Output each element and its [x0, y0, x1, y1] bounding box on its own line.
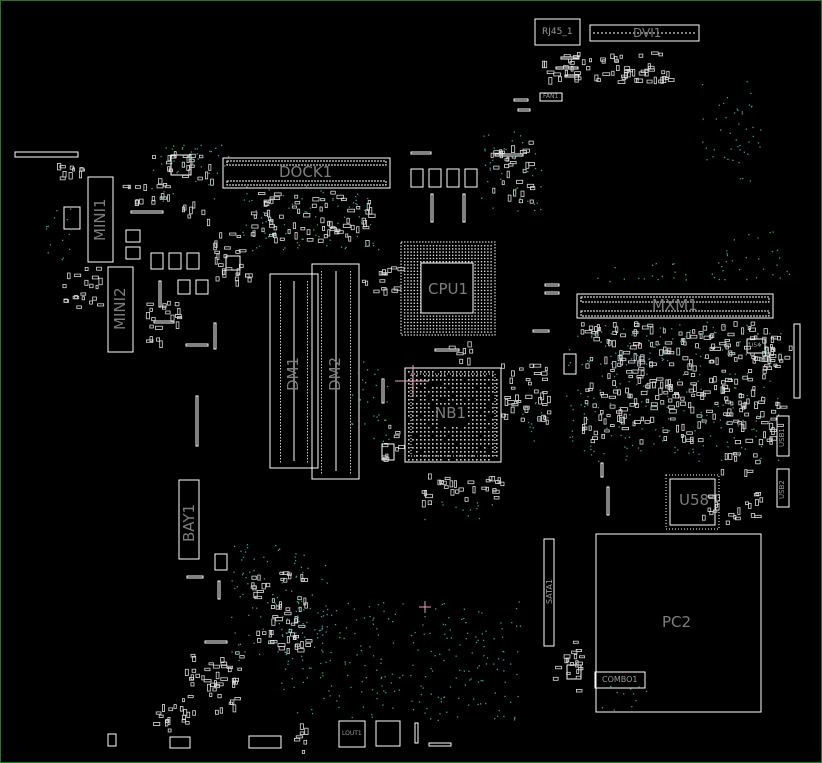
- mini2-slot-outline[interactable]: [107, 266, 134, 353]
- combo-connector-outline[interactable]: [594, 671, 646, 689]
- mini1-slot-outline[interactable]: [87, 176, 114, 263]
- via-points: [45, 81, 790, 721]
- cpu-label: CPU1: [428, 280, 469, 298]
- lout-jack-outline[interactable]: [338, 720, 366, 748]
- rj45-connector-outline[interactable]: [534, 18, 581, 46]
- pc2-card-outline[interactable]: [595, 533, 762, 713]
- mini2-label: MINI2: [111, 287, 129, 330]
- mxm-label: MXM1: [652, 296, 698, 314]
- rj45-label: RJ45_1: [542, 27, 573, 37]
- small-components: [57, 51, 793, 754]
- fan-connector-outline[interactable]: [539, 92, 563, 102]
- nb-ball-grid: [408, 371, 498, 461]
- left-top-strip: [14, 151, 79, 158]
- usb2-connector-outline[interactable]: [776, 468, 790, 508]
- dm1-label: DM1: [284, 356, 302, 391]
- nb-label: NB1: [435, 404, 467, 422]
- combo-label: COMBO1: [602, 675, 638, 684]
- dm1-slot-outline[interactable]: [269, 273, 319, 469]
- selection-marker[interactable]: [395, 365, 429, 397]
- cpu-pin-grid: [404, 245, 492, 333]
- mxm-connector-outline[interactable]: [576, 293, 774, 319]
- dock-label: DOCK1: [279, 163, 333, 181]
- usb1-label: USB1: [778, 428, 786, 447]
- usb2-label: USB2: [778, 480, 786, 499]
- lout-label: LOUT1: [342, 730, 362, 737]
- dock-connector-outline[interactable]: [222, 157, 391, 189]
- dm2-label: DM2: [326, 356, 344, 391]
- dm2-slot-outline[interactable]: [311, 263, 360, 480]
- usb1-connector-outline[interactable]: [776, 415, 790, 457]
- sata-connector-outline[interactable]: [543, 538, 555, 647]
- dvi-label: DVI1: [633, 26, 662, 40]
- dvi-connector-outline[interactable]: [589, 24, 700, 42]
- pc2-label: PC2: [662, 613, 692, 631]
- right-edge-connector: [793, 323, 801, 399]
- u58-label: U58: [679, 491, 710, 509]
- origin-marker[interactable]: [419, 601, 431, 613]
- dimm-pin-rows: [280, 271, 351, 474]
- fan-label: FAN1: [543, 93, 559, 100]
- sata-label: SATA1: [545, 579, 554, 604]
- bay-label: BAY1: [180, 503, 198, 542]
- bay-connector-outline[interactable]: [178, 479, 200, 560]
- u54-label: U54: [749, 342, 762, 349]
- mini1-label: MINI1: [91, 198, 109, 241]
- nb-chip-outline[interactable]: [404, 367, 502, 463]
